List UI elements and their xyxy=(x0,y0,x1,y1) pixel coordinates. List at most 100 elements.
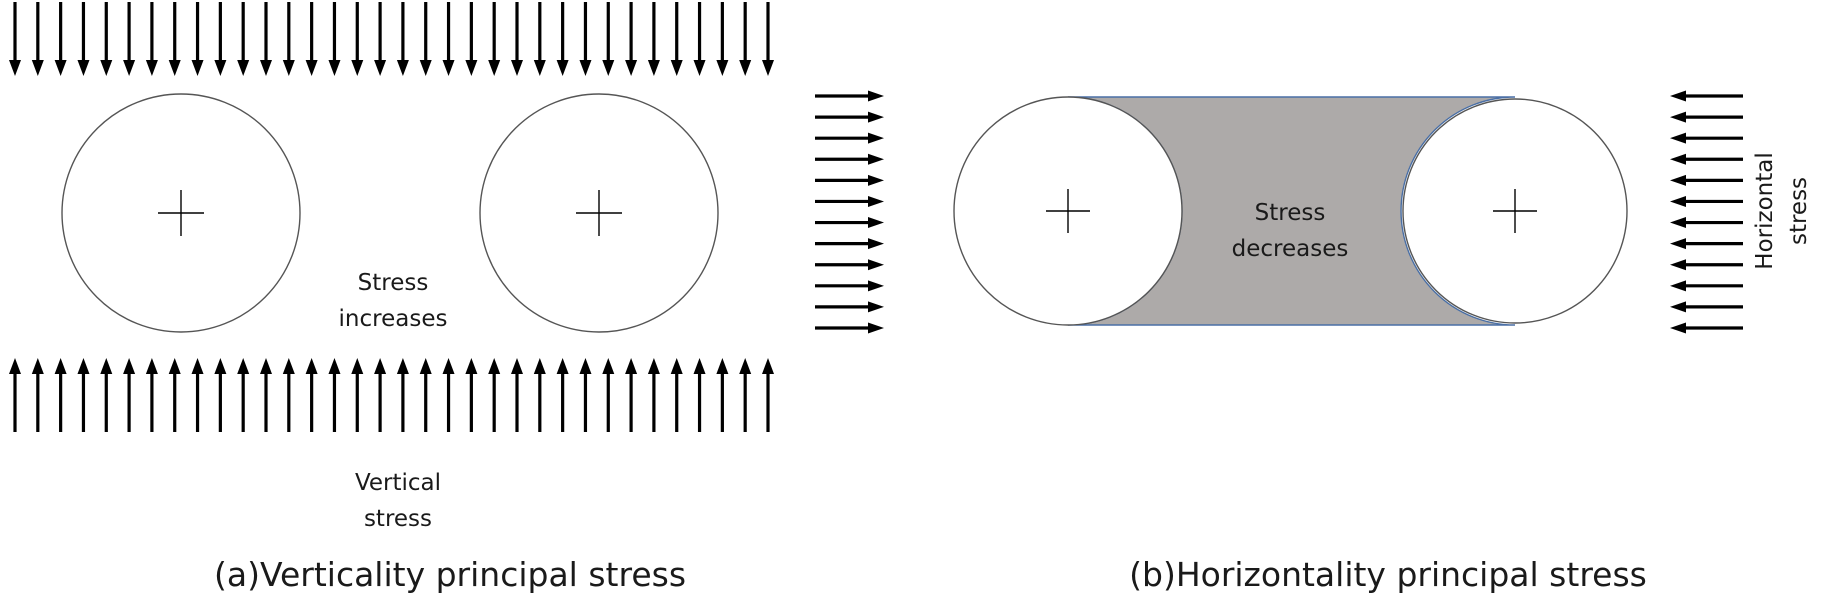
arrow-up xyxy=(54,358,67,432)
arrow-right xyxy=(815,238,884,250)
arrow-right xyxy=(815,322,884,334)
arrow-down xyxy=(282,2,295,76)
arrow-up xyxy=(214,358,227,432)
arrow-down xyxy=(488,2,501,76)
arrow-down xyxy=(602,2,615,76)
vertical-stress-label-line1: Vertical xyxy=(355,470,441,496)
arrow-left xyxy=(1670,238,1743,250)
arrow-down xyxy=(670,2,683,76)
arrow-up xyxy=(260,358,272,432)
arrow-down xyxy=(693,2,706,76)
arrow-right xyxy=(815,259,884,271)
arrow-up xyxy=(31,358,44,432)
arrow-up xyxy=(328,358,341,432)
panel-a: Stress increases Vertical stress (a)Vert… xyxy=(9,2,884,593)
arrow-right xyxy=(815,174,884,186)
arrow-down xyxy=(716,2,729,76)
arrow-down xyxy=(579,2,592,76)
arrow-down xyxy=(305,2,318,76)
arrow-up xyxy=(191,358,204,432)
arrow-up xyxy=(602,358,615,432)
arrow-up xyxy=(762,358,774,432)
arrow-up xyxy=(374,358,387,432)
arrow-right xyxy=(815,195,884,207)
arrow-down xyxy=(465,2,478,76)
arrow-left xyxy=(1670,301,1743,313)
horizontal-stress-label-line1: Horizontal xyxy=(1752,152,1778,269)
arrow-right xyxy=(815,132,884,144)
arrow-down xyxy=(442,2,455,76)
arrow-left xyxy=(1670,174,1743,186)
arrow-down xyxy=(511,2,523,76)
arrow-left xyxy=(1670,259,1743,271)
arrow-down xyxy=(100,2,113,76)
arrow-left xyxy=(1670,217,1743,229)
arrow-down xyxy=(374,2,387,76)
right-horizontal-arrows xyxy=(815,90,884,334)
stress-decreases-label-line2: decreases xyxy=(1232,236,1349,262)
arrow-up xyxy=(465,358,478,432)
arrow-left xyxy=(1670,280,1743,292)
arrow-left xyxy=(1670,132,1743,144)
arrow-down xyxy=(762,2,774,76)
arrow-down xyxy=(419,2,432,76)
arrow-down xyxy=(31,2,44,76)
arrow-down xyxy=(214,2,227,76)
caption-b: (b)Horizontality principal stress xyxy=(1129,555,1647,593)
arrow-down xyxy=(145,2,158,76)
arrow-up xyxy=(579,358,592,432)
arrow-up xyxy=(237,358,250,432)
arrow-down xyxy=(191,2,204,76)
arrow-up xyxy=(511,358,523,432)
arrow-up xyxy=(100,358,113,432)
arrow-up xyxy=(282,358,295,432)
arrow-right xyxy=(815,111,884,123)
circle-right xyxy=(479,93,719,333)
arrow-left xyxy=(1670,111,1743,123)
arrow-down xyxy=(77,2,90,76)
arrow-down xyxy=(237,2,250,76)
bottom-vertical-arrows xyxy=(9,358,774,432)
arrow-up xyxy=(123,358,136,432)
arrow-up xyxy=(77,358,90,432)
top-vertical-arrows xyxy=(9,2,774,76)
arrow-up xyxy=(716,358,729,432)
arrow-down xyxy=(260,2,272,76)
arrow-right xyxy=(815,301,884,313)
arrow-up xyxy=(647,358,660,432)
horizontal-stress-label-line2: stress xyxy=(1786,177,1812,245)
arrow-down xyxy=(533,2,546,76)
arrow-right xyxy=(815,90,884,102)
arrow-up xyxy=(145,358,158,432)
vertical-stress-label-line2: stress xyxy=(364,506,432,532)
arrow-down xyxy=(647,2,660,76)
arrow-up xyxy=(533,358,546,432)
arrow-down xyxy=(625,2,638,76)
arrow-right xyxy=(815,153,884,165)
panel-b: Stress decreases Horizontal stress (b)Ho… xyxy=(953,90,1812,593)
stress-increases-label-line2: increases xyxy=(339,306,448,332)
arrow-up xyxy=(488,358,501,432)
arrow-left xyxy=(1670,195,1743,207)
right-horizontal-arrows xyxy=(1670,90,1743,334)
stress-increases-label-line1: Stress xyxy=(358,270,429,296)
arrow-left xyxy=(1670,322,1743,334)
arrow-down xyxy=(556,2,569,76)
arrow-down xyxy=(328,2,341,76)
stress-decreases-label-line1: Stress xyxy=(1255,200,1326,226)
arrow-down xyxy=(168,2,181,76)
circle-left xyxy=(61,93,301,333)
arrow-up xyxy=(9,358,21,432)
arrow-left xyxy=(1670,153,1743,165)
arrow-up xyxy=(670,358,683,432)
arrow-up xyxy=(396,358,409,432)
arrow-down xyxy=(739,2,752,76)
circle-left xyxy=(953,96,1183,326)
arrow-left xyxy=(1670,90,1743,102)
arrow-up xyxy=(693,358,706,432)
arrow-down xyxy=(123,2,136,76)
arrow-up xyxy=(556,358,569,432)
arrow-up xyxy=(305,358,318,432)
arrow-right xyxy=(815,280,884,292)
